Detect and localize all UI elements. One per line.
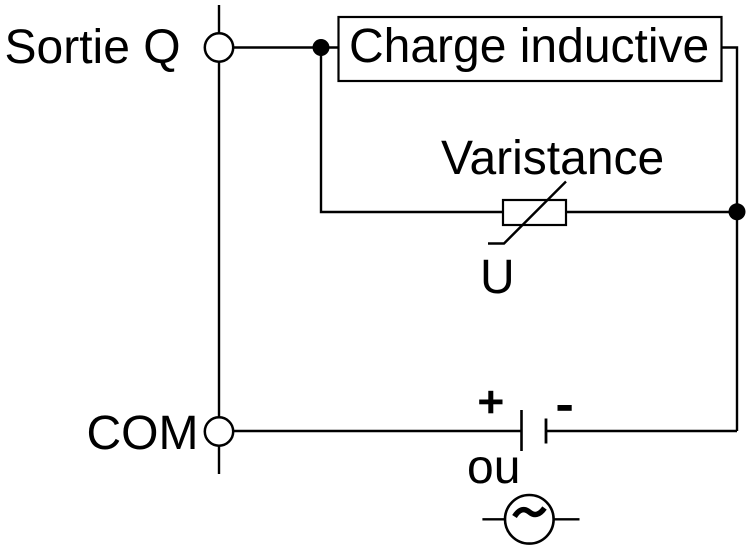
svg-text:ou: ou <box>467 441 520 494</box>
svg-text:Sortie Q: Sortie Q <box>5 21 181 74</box>
svg-text:Varistance: Varistance <box>441 132 664 185</box>
svg-text:COM: COM <box>87 407 199 460</box>
svg-text:U: U <box>480 251 515 304</box>
svg-text:Charge inductive: Charge inductive <box>349 20 709 73</box>
